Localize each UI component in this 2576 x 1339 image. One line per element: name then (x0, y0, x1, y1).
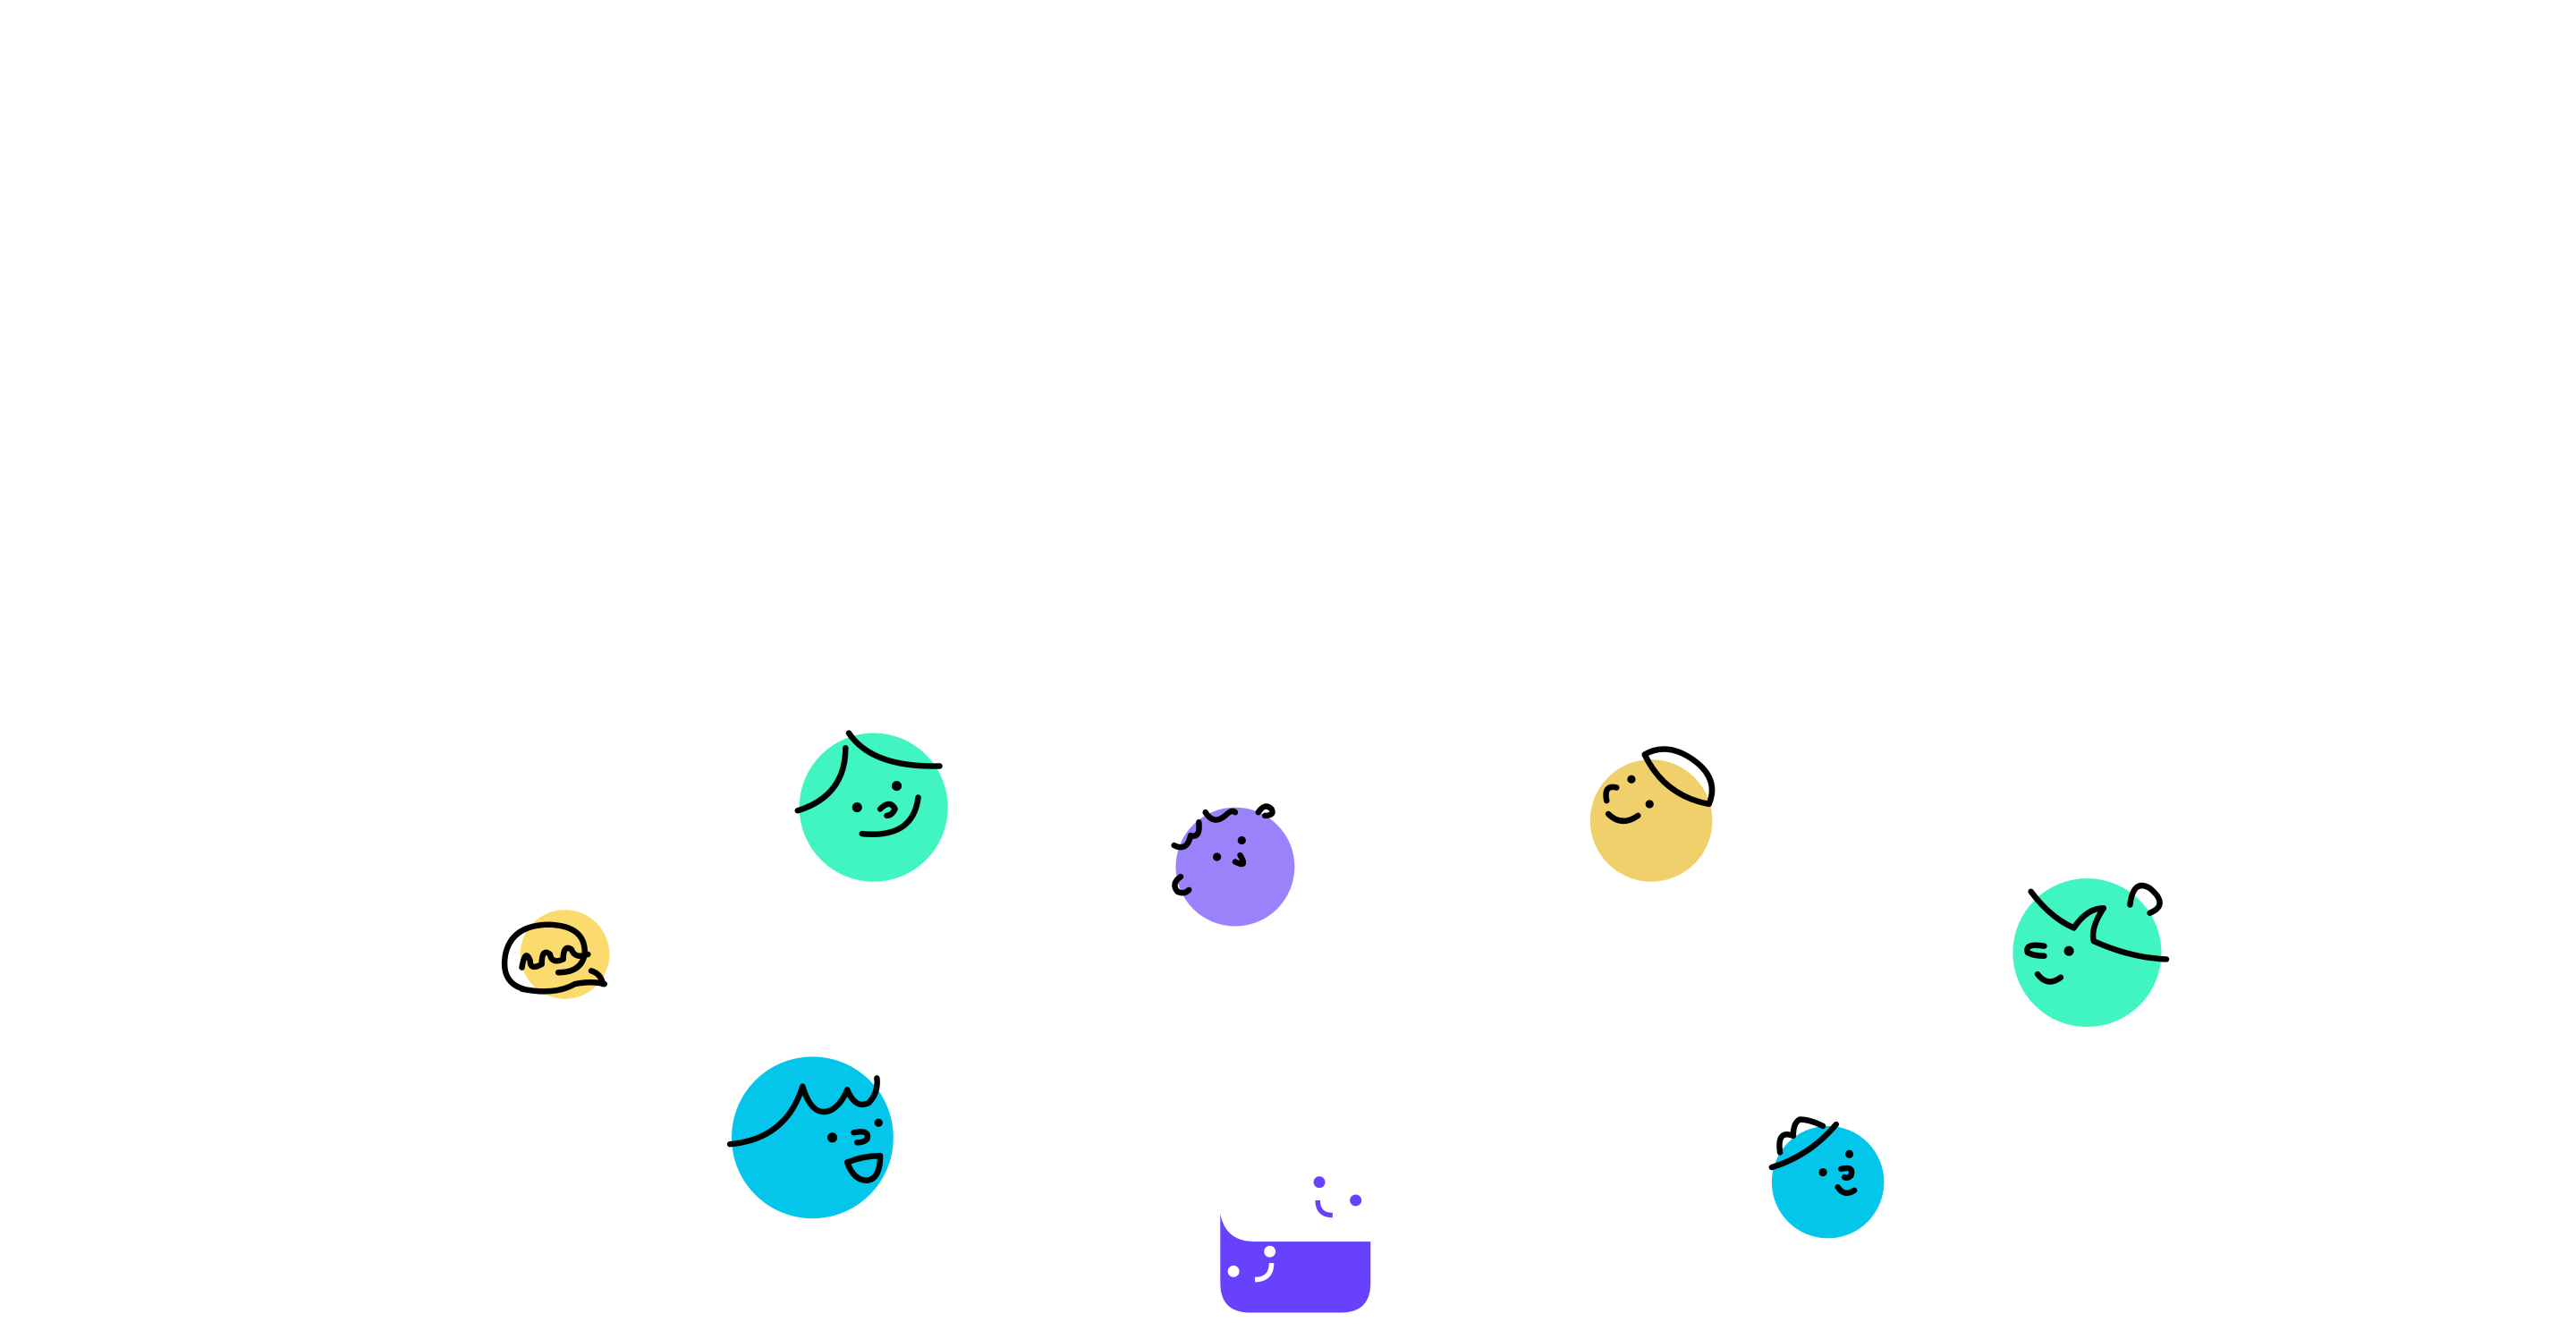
cyan-face-small-icon (1768, 1116, 1885, 1239)
mint-face-icon (794, 730, 948, 882)
small-yellow-face-icon (501, 910, 610, 999)
cyan-face-large-icon (726, 1056, 894, 1219)
smiley-cup-logo-icon (1220, 1176, 1371, 1313)
yellow-face-icon (1589, 746, 1716, 882)
mint-face-right-icon (2012, 878, 2170, 1028)
purple-face-icon (1171, 803, 1295, 927)
